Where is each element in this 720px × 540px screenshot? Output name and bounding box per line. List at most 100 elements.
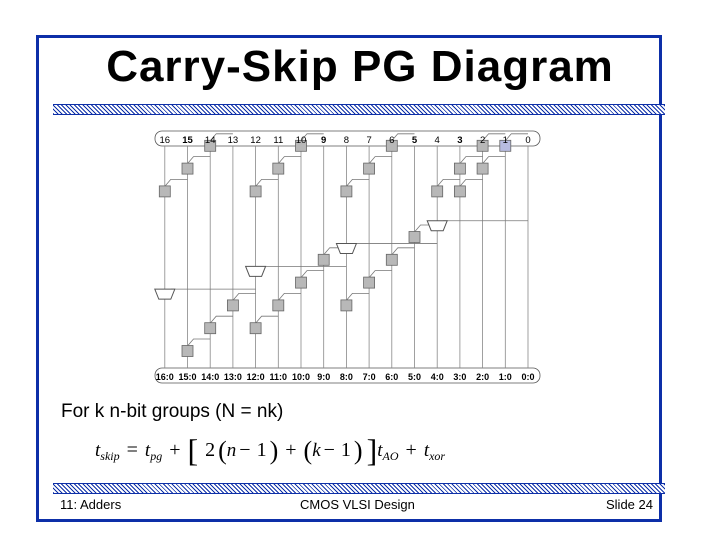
bottom-group-label: 12:0: [247, 372, 265, 382]
bottom-group-label: 4:0: [431, 372, 444, 382]
slide-title: Carry-Skip PG Diagram: [106, 42, 614, 91]
top-bit-label: 4: [435, 135, 440, 146]
footer-right: Slide 24: [606, 497, 653, 512]
skip-mux-gate: [426, 220, 448, 232]
formula-one: 1: [256, 439, 267, 461]
formula-lbracket: [: [187, 432, 199, 468]
formula-rparen: ): [353, 436, 363, 465]
carry-link: [300, 270, 324, 278]
formula-sub-skip: skip: [100, 449, 120, 463]
top-bit-label: 5: [412, 135, 418, 146]
top-bit-label: 16: [160, 135, 171, 146]
carry-link: [459, 156, 483, 164]
bottom-group-label: 11:0: [270, 372, 288, 382]
body-text: For k n-bit groups (N = nk): [61, 401, 284, 422]
bottom-group-label: 15:0: [178, 372, 196, 382]
formula-t: t: [423, 440, 430, 461]
formula-rbracket: ]: [366, 432, 378, 468]
pg-cell: [385, 139, 398, 152]
bottom-group-label: 7:0: [363, 372, 376, 382]
bottom-group-label: 2:0: [476, 372, 489, 382]
pg-cell: [431, 185, 444, 198]
top-bit-label: 10: [296, 135, 307, 146]
bottom-group-label: 14:0: [201, 372, 219, 382]
carry-link: [436, 179, 460, 187]
pg-cell: [249, 322, 262, 335]
carry-link: [164, 179, 188, 187]
top-bit-label: 2: [480, 135, 485, 146]
carry-link: [482, 156, 506, 164]
pg-cell: [385, 253, 398, 266]
pg-cell: [249, 185, 262, 198]
formula-n: n: [226, 440, 237, 461]
pg-cell: [476, 139, 489, 152]
pg-cell: [363, 276, 376, 289]
top-bit-label: 6: [389, 135, 394, 146]
pg-cell: [340, 299, 353, 312]
pg-cell: [453, 185, 466, 198]
carry-link: [391, 133, 415, 142]
carry-link: [187, 338, 211, 347]
pg-cell: [272, 162, 285, 175]
pg-cell: [476, 162, 489, 175]
top-bit-label: 3: [457, 135, 462, 146]
formula-sub-ao: AO: [382, 449, 399, 463]
formula-minus: −: [239, 439, 251, 461]
top-bit-label: 0: [525, 135, 530, 146]
pg-cell: [363, 162, 376, 175]
top-bit-label: 8: [344, 135, 349, 146]
pg-cell: [408, 231, 421, 243]
carry-link: [255, 179, 279, 187]
carry-link: [300, 133, 324, 142]
pg-cell: [158, 185, 171, 198]
formula-minus: −: [323, 439, 335, 461]
bottom-group-label: 9:0: [317, 372, 330, 382]
pg-cell: [453, 162, 466, 175]
bottom-group-bar: [154, 367, 541, 384]
pg-cell: [226, 299, 239, 312]
pg-cell: [204, 322, 217, 335]
carry-link: [209, 315, 233, 324]
skip-mux-gate: [335, 243, 358, 255]
formula-sub-pg: pg: [150, 449, 163, 463]
carry-link: [209, 133, 233, 142]
formula-t: t: [144, 440, 151, 461]
pg-cell: [317, 253, 330, 266]
carry-link: [459, 179, 483, 187]
carry-link: [187, 156, 211, 164]
top-bit-label: 11: [273, 135, 283, 146]
top-bit-label: 9: [321, 135, 326, 146]
carry-link: [277, 156, 301, 164]
delay-formula: tskip = tpg + [ 2(n−1) + (k−1) ]tAO + tx…: [95, 432, 445, 470]
pg-cell: [295, 139, 307, 152]
pg-cell: [181, 162, 194, 175]
formula-two: 2: [205, 439, 216, 461]
bottom-group-label: 16:0: [156, 372, 174, 382]
carry-link: [368, 156, 392, 164]
bottom-group-label: 6:0: [385, 372, 398, 382]
top-bit-label: 12: [250, 135, 261, 146]
footer-left: 11: Adders: [60, 497, 122, 512]
pg-cell: [295, 276, 307, 289]
formula-sub-xor: xor: [429, 449, 446, 463]
bottom-group-label: 1:0: [499, 372, 512, 382]
carry-link: [482, 133, 506, 142]
pg-cell: [499, 139, 512, 152]
formula-t: t: [377, 440, 383, 461]
top-bit-label: 1: [503, 135, 508, 146]
skip-mux-gate: [154, 288, 176, 300]
footer-center: CMOS VLSI Design: [300, 497, 415, 512]
slide-frame: [36, 35, 662, 522]
carry-link: [346, 293, 370, 301]
formula-equals: =: [126, 439, 138, 461]
top-bit-bar: [154, 130, 541, 147]
top-bit-label: 15: [182, 135, 193, 146]
pg-cell: [340, 185, 353, 198]
formula-plus: +: [405, 439, 417, 461]
footer-divider: [53, 483, 665, 494]
carry-link: [232, 293, 256, 301]
pg-cell: [204, 139, 217, 152]
bottom-group-label: 8:0: [340, 372, 353, 382]
title-divider: [53, 104, 665, 115]
